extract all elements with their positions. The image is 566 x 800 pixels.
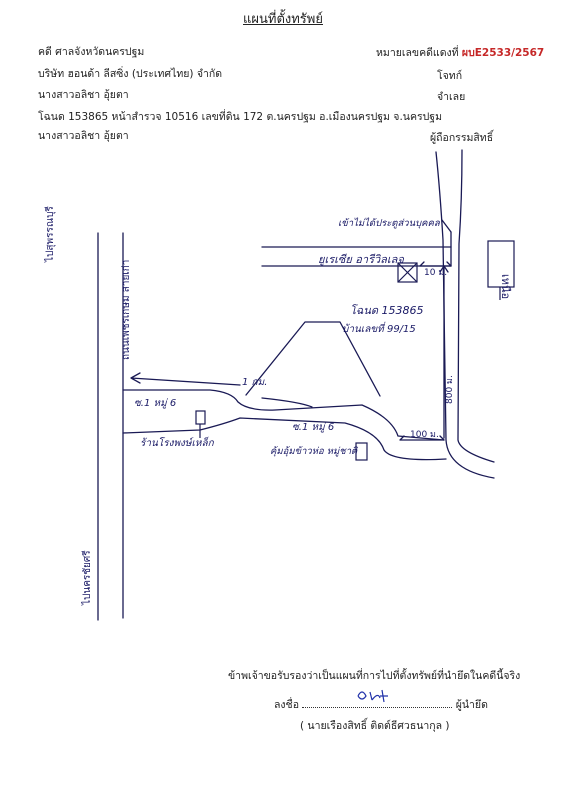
case-number-label: หมายเลขคดีแดงที่ ผบE2533/2567 bbox=[376, 47, 544, 60]
defendant-name: นางสาวอลิชา อุ้ยตา bbox=[38, 89, 129, 101]
soi-upper-edge bbox=[122, 389, 445, 441]
soi-left-label: ซ.1 หมู่ 6 bbox=[134, 398, 176, 409]
dist-800m-label: 800 ม. bbox=[445, 375, 455, 404]
soi-right-label: ซ.1 หมู่ 6 bbox=[292, 422, 334, 433]
village-label: ยูเรเซีย อารีวิลเลจ bbox=[318, 253, 404, 266]
signature-suffix: ผู้นำยึด bbox=[455, 699, 488, 711]
case-number: ผบE2533/2567 bbox=[461, 47, 545, 59]
owner-name: นางสาวอลิชา อุ้ยตา bbox=[38, 130, 129, 142]
arrow-1km bbox=[130, 372, 241, 386]
deed-line: โฉนด 153865 หน้าสำรวจ 10516 เลขที่ดิน 17… bbox=[38, 111, 443, 123]
branch-road bbox=[245, 321, 381, 397]
property-box bbox=[397, 262, 418, 283]
dimension-100m bbox=[399, 435, 445, 441]
north-label: เหนือ bbox=[499, 274, 512, 299]
road-label-mid: ถนนเพชรเกษม สายเก่า bbox=[121, 260, 132, 360]
dist-1km-label: 1 กม. bbox=[242, 377, 267, 388]
owner-role: ผู้ถือกรรมสิทธิ์ bbox=[430, 132, 494, 144]
north-box bbox=[487, 240, 515, 288]
gate-leader bbox=[441, 219, 452, 233]
pond-label: คุ้มอุ้มข้าวห่อ หมู่ชาติ bbox=[270, 446, 358, 457]
defendant-role: จำเลย bbox=[437, 91, 466, 103]
gate-label: เข้าไม่ได้ประตูส่วนบุคคล bbox=[338, 217, 441, 229]
page-title: แผนที่ตั้งทรัพย์ bbox=[243, 12, 323, 27]
dist-10m-label: 10 ม. bbox=[424, 268, 447, 278]
signature-prefix: ลงชื่อ bbox=[274, 699, 299, 711]
signer-name: ( นายเรืองสิทธิ์ ติดต์ธีศวธนากุล ) bbox=[300, 720, 450, 732]
handwritten-signature bbox=[357, 689, 389, 703]
road-label-top: ไปสุพรรณบุรี bbox=[44, 206, 56, 263]
shop-marker bbox=[195, 410, 206, 425]
dimension-10m bbox=[419, 261, 452, 267]
dist-100m-label: 100 ม. bbox=[410, 430, 439, 440]
house-number-label: บ้านเลขที่ 99/15 bbox=[342, 321, 416, 335]
signature-line: ลงชื่อ ผู้นำยึด bbox=[274, 689, 488, 712]
right-road-inner bbox=[435, 151, 495, 479]
court-line: คดี ศาลจังหวัดนครปฐม bbox=[38, 46, 145, 58]
case-number-prefix: หมายเลขคดีแดงที่ bbox=[376, 47, 459, 59]
soi-right-leader bbox=[261, 397, 313, 408]
right-road-outer bbox=[457, 149, 495, 463]
soi-lower-edge bbox=[122, 417, 447, 461]
deed-map-label: โฉนด 153865 bbox=[350, 304, 424, 317]
signature-area bbox=[302, 689, 453, 708]
dimension-800m bbox=[439, 265, 449, 439]
plaintiff-name: บริษัท ฮอนด้า ลีสซิ่ง (ประเทศไทย) จำกัด bbox=[38, 68, 223, 80]
pond-marker bbox=[355, 442, 368, 461]
certification-text: ข้าพเจ้าขอรับรองว่าเป็นแผนที่การไปที่ตั้… bbox=[228, 670, 521, 682]
plaintiff-role: โจทก์ bbox=[437, 70, 463, 82]
road-label-bottom: ไปนครชัยศรี bbox=[81, 550, 93, 606]
shop-label: ร้านโรงพงษ์เหล็ก bbox=[140, 436, 215, 449]
